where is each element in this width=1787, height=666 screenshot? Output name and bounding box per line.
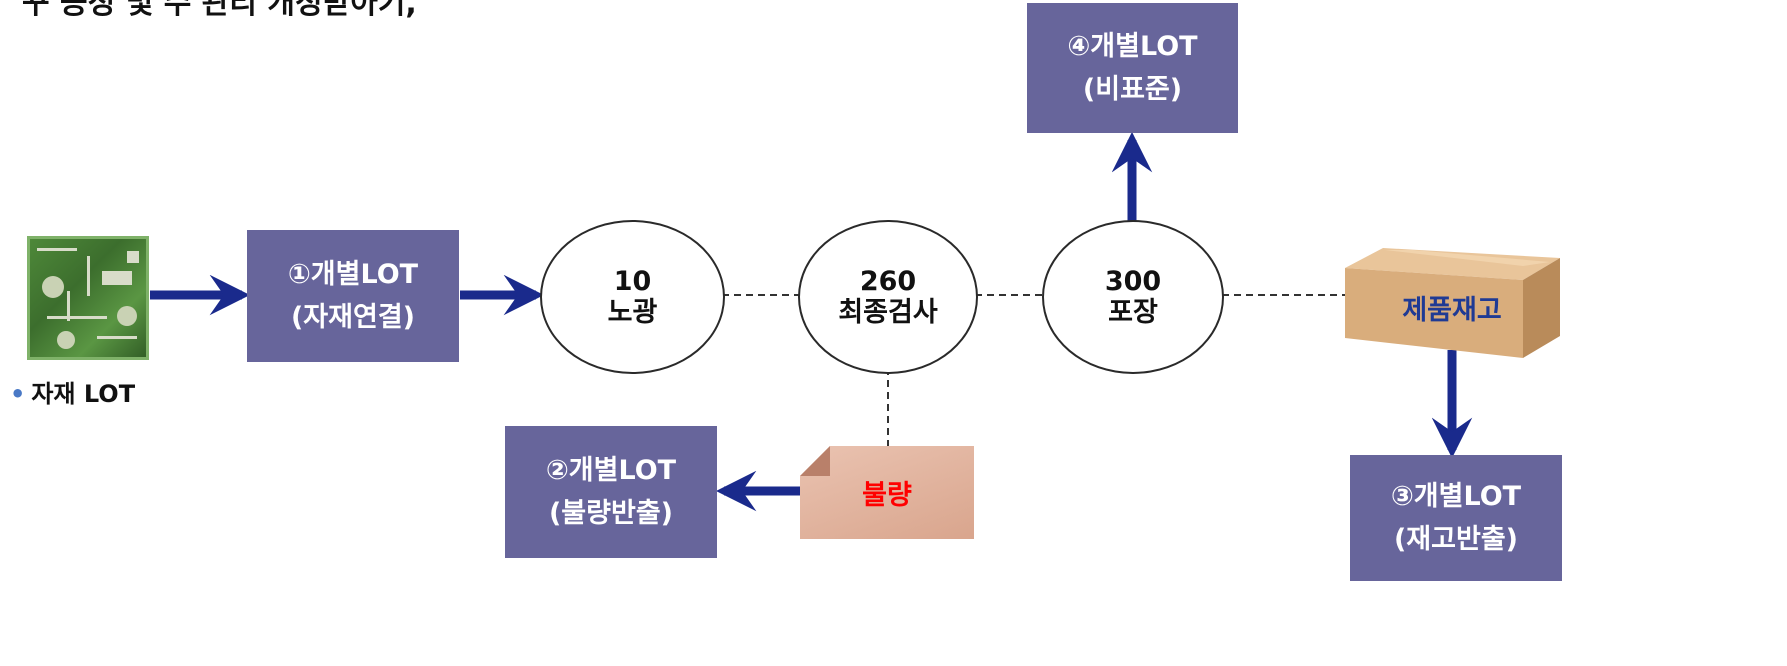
material-caption: •자재 LOT xyxy=(10,374,135,409)
process-code: 260 xyxy=(859,265,917,297)
material-caption-text: 자재 LOT xyxy=(31,380,136,408)
lot2-subtitle: (불량반출) xyxy=(548,498,674,529)
lot3-title: ③개별LOT xyxy=(1390,480,1522,512)
lot4-title: ④개별LOT xyxy=(1067,30,1198,62)
process-node-packing: 300 포장 xyxy=(1042,220,1224,374)
pcb-image xyxy=(27,236,149,360)
lot3-subtitle: (재고반출) xyxy=(1393,524,1519,555)
process-name: 노광 xyxy=(607,297,658,328)
lot1-title: ①개별LOT xyxy=(287,258,419,290)
page-heading: 꾸 공정 및 수 관리 개정받아기, xyxy=(22,0,417,21)
lot4-box: ④개별LOT (비표준) xyxy=(1027,3,1238,133)
process-code: 300 xyxy=(1104,265,1162,297)
process-node-exposure: 10 노광 xyxy=(540,220,725,374)
process-name: 포장 xyxy=(1108,297,1158,328)
inventory-box-icon xyxy=(1345,248,1560,358)
lot2-title: ②개별LOT xyxy=(545,454,677,486)
lot1-box: ①개별LOT (자재연결) xyxy=(247,230,459,362)
bullet-icon: • xyxy=(10,380,26,408)
lot2-box: ②개별LOT (불량반출) xyxy=(505,426,717,558)
process-name: 최종검사 xyxy=(838,297,938,328)
process-node-final-inspection: 260 최종검사 xyxy=(798,220,978,374)
process-code: 10 xyxy=(613,265,652,297)
defect-label: 불량 xyxy=(862,480,912,511)
inventory-label: 제품재고 xyxy=(1402,295,1502,326)
lot1-subtitle: (자재연결) xyxy=(290,302,416,333)
lot4-subtitle: (비표준) xyxy=(1082,74,1183,105)
lot3-box: ③개별LOT (재고반출) xyxy=(1350,455,1562,581)
